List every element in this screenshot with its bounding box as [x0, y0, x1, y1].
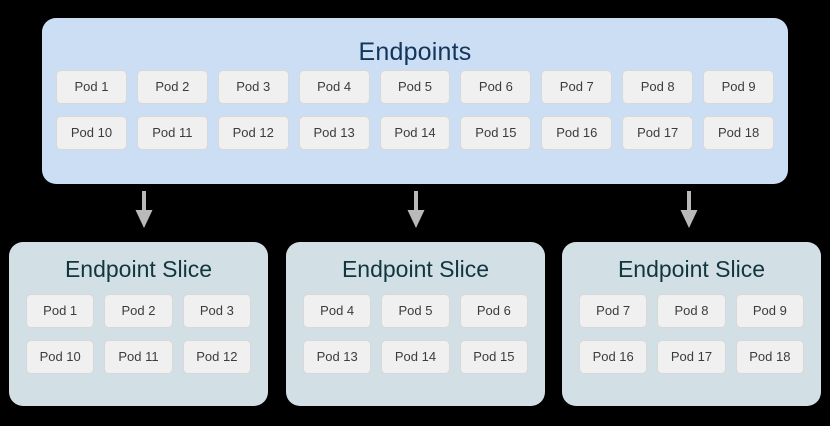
endpoints-pod-row: Pod 10 Pod 11 Pod 12 Pod 13 Pod 14 Pod 1…: [56, 116, 775, 150]
pod-chip[interactable]: Pod 13: [303, 340, 372, 374]
pod-chip[interactable]: Pod 7: [579, 294, 648, 328]
pod-chip[interactable]: Pod 11: [136, 116, 208, 150]
endpoint-slice-title: Endpoint Slice: [341, 256, 490, 282]
pod-chip[interactable]: Pod 14: [381, 340, 450, 374]
endpoint-slice-pod-grid: Pod 1 Pod 2 Pod 3 Pod 10 Pod 11 Pod 12: [26, 294, 251, 374]
pod-chip[interactable]: Pod 11: [104, 340, 173, 374]
pod-chip[interactable]: Pod 9: [735, 294, 804, 328]
pod-chip[interactable]: Pod 1: [26, 294, 95, 328]
pod-chip[interactable]: Pod 6: [460, 70, 532, 104]
pod-chip[interactable]: Pod 14: [379, 116, 451, 150]
endpoint-slice-pod-row: Pod 7 Pod 8 Pod 9: [579, 294, 804, 328]
pod-chip[interactable]: Pod 18: [703, 116, 775, 150]
arrow-down-icon: [132, 191, 156, 229]
pod-chip[interactable]: Pod 12: [217, 116, 289, 150]
pod-chip[interactable]: Pod 17: [657, 340, 726, 374]
endpoint-slice-pod-grid: Pod 7 Pod 8 Pod 9 Pod 16 Pod 17 Pod 18: [579, 294, 804, 374]
endpoint-slice-container-3: Endpoint Slice Pod 7 Pod 8 Pod 9 Pod 16 …: [562, 242, 821, 406]
endpoint-slice-container-1: Endpoint Slice Pod 1 Pod 2 Pod 3 Pod 10 …: [9, 242, 268, 406]
pod-chip[interactable]: Pod 8: [657, 294, 726, 328]
endpoints-title: Endpoints: [358, 38, 472, 66]
pod-chip[interactable]: Pod 4: [298, 70, 370, 104]
pod-chip[interactable]: Pod 10: [56, 116, 127, 150]
endpoints-container: Endpoints Pod 1 Pod 2 Pod 3 Pod 4 Pod 5 …: [42, 18, 788, 184]
endpoint-slice-pod-row: Pod 1 Pod 2 Pod 3: [26, 294, 251, 328]
pod-chip[interactable]: Pod 3: [217, 70, 289, 104]
pod-chip[interactable]: Pod 2: [104, 294, 173, 328]
arrow-down-icon: [404, 191, 428, 229]
arrow-down-icon: [677, 191, 701, 229]
endpoints-pod-grid: Pod 1 Pod 2 Pod 3 Pod 4 Pod 5 Pod 6 Pod …: [56, 70, 775, 150]
pod-chip[interactable]: Pod 18: [735, 340, 804, 374]
pod-chip[interactable]: Pod 5: [379, 70, 451, 104]
pod-chip[interactable]: Pod 15: [459, 340, 528, 374]
endpoint-slice-pod-row: Pod 16 Pod 17 Pod 18: [579, 340, 804, 374]
pod-chip[interactable]: Pod 5: [381, 294, 450, 328]
pod-chip[interactable]: Pod 8: [622, 70, 694, 104]
pod-chip[interactable]: Pod 9: [703, 70, 775, 104]
pod-chip[interactable]: Pod 7: [541, 70, 613, 104]
pod-chip[interactable]: Pod 2: [136, 70, 208, 104]
pod-chip[interactable]: Pod 4: [303, 294, 372, 328]
pod-chip[interactable]: Pod 17: [622, 116, 694, 150]
pod-chip[interactable]: Pod 3: [182, 294, 251, 328]
pod-chip[interactable]: Pod 15: [460, 116, 532, 150]
endpoint-slice-pod-row: Pod 4 Pod 5 Pod 6: [303, 294, 528, 328]
endpoint-slice-pod-grid: Pod 4 Pod 5 Pod 6 Pod 13 Pod 14 Pod 15: [303, 294, 528, 374]
pod-chip[interactable]: Pod 6: [459, 294, 528, 328]
pod-chip[interactable]: Pod 12: [182, 340, 251, 374]
endpoints-pod-row: Pod 1 Pod 2 Pod 3 Pod 4 Pod 5 Pod 6 Pod …: [56, 70, 775, 104]
pod-chip[interactable]: Pod 10: [26, 340, 95, 374]
endpoint-slice-container-2: Endpoint Slice Pod 4 Pod 5 Pod 6 Pod 13 …: [286, 242, 545, 406]
pod-chip[interactable]: Pod 16: [579, 340, 648, 374]
pod-chip[interactable]: Pod 13: [298, 116, 370, 150]
endpoint-slice-title: Endpoint Slice: [617, 256, 766, 282]
endpoint-slice-pod-row: Pod 10 Pod 11 Pod 12: [26, 340, 251, 374]
pod-chip[interactable]: Pod 1: [56, 70, 127, 104]
pod-chip[interactable]: Pod 16: [541, 116, 613, 150]
endpoint-slice-title: Endpoint Slice: [64, 256, 213, 282]
endpoint-slice-pod-row: Pod 13 Pod 14 Pod 15: [303, 340, 528, 374]
